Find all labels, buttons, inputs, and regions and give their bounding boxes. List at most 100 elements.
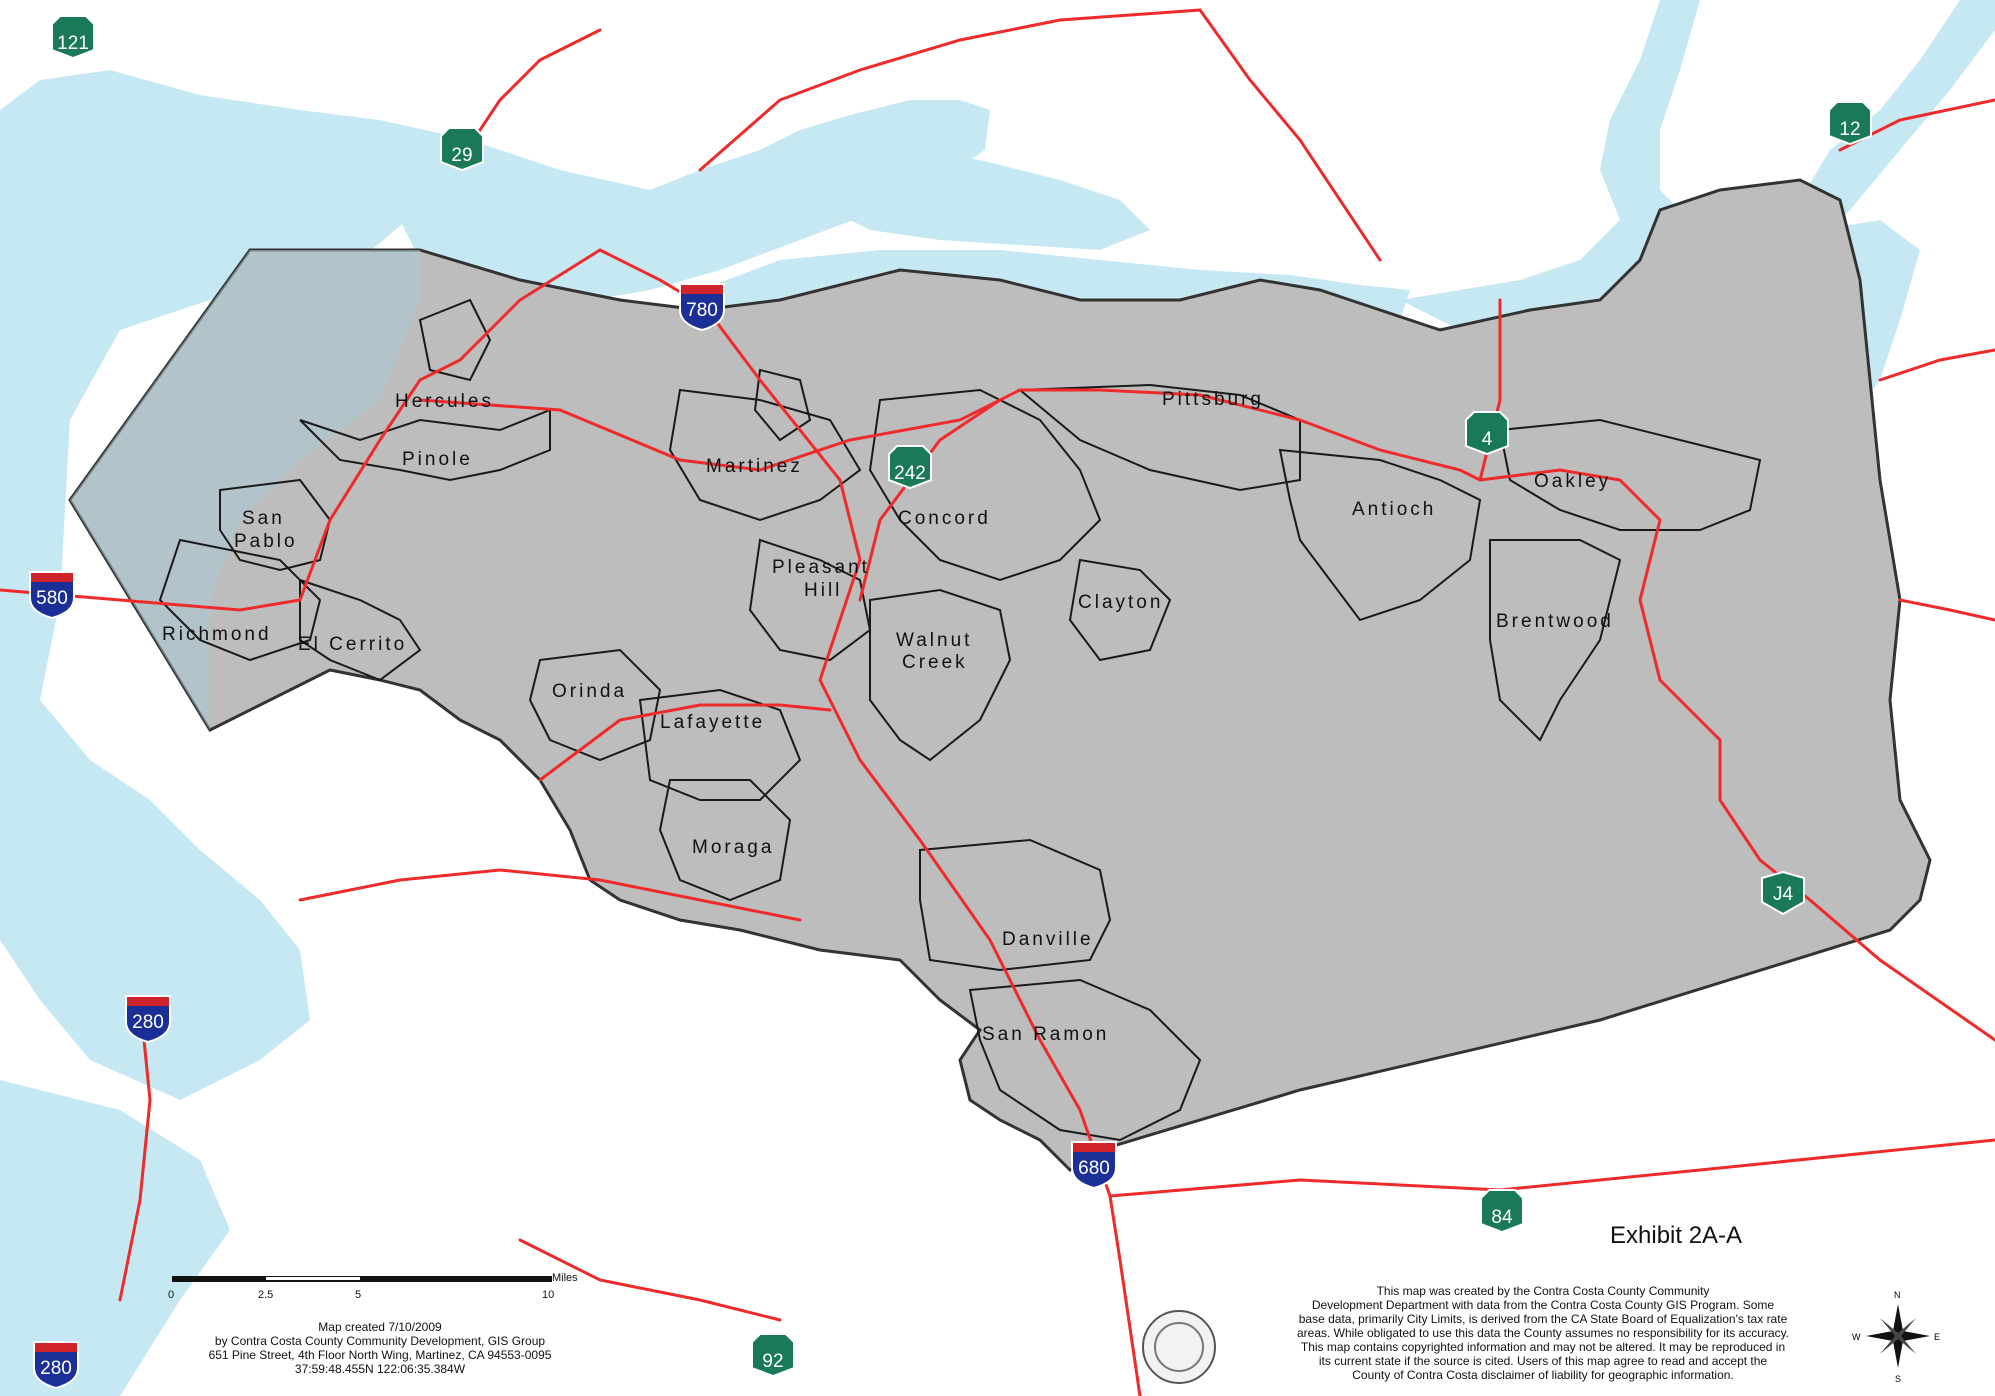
city-label-orinda: Orinda bbox=[552, 681, 627, 702]
city-label-pleasant: Pleasant bbox=[772, 557, 870, 578]
compass-w: W bbox=[1852, 1332, 1861, 1342]
south-bay bbox=[0, 1080, 230, 1396]
route-4-east bbox=[1098, 388, 1482, 482]
city-label-danville: Danville bbox=[1002, 929, 1094, 950]
state-route-92-shield-icon: 92 bbox=[751, 1333, 795, 1378]
compass-n: N bbox=[1894, 1290, 1901, 1300]
city-label-moraga: Moraga bbox=[692, 837, 774, 858]
east-roads-2 bbox=[1898, 598, 1995, 622]
city-label-pittsburg: Pittsburg bbox=[1162, 389, 1264, 410]
city-label-oakley: Oakley bbox=[1534, 471, 1611, 492]
credit-line: Map created 7/10/2009 bbox=[318, 1320, 442, 1334]
san-francisco-bay bbox=[0, 70, 430, 1100]
san-pablo-bay bbox=[380, 100, 990, 300]
state-route-84-shield-icon: 84 bbox=[1480, 1189, 1524, 1234]
scale-tick-10: 10 bbox=[542, 1289, 554, 1301]
route-880 bbox=[118, 998, 152, 1302]
credit-line: by Contra Costa County Community Develop… bbox=[214, 1334, 546, 1348]
state-route-29: 29 bbox=[451, 145, 472, 166]
state-route-29-shield-icon: 29 bbox=[440, 127, 484, 172]
highway-network bbox=[0, 8, 1995, 1396]
disclaimer-line: its current state if the source is cited… bbox=[1318, 1354, 1768, 1368]
interstate-680-shield-icon: 680 bbox=[1071, 1141, 1117, 1190]
credit-line: 651 Pine Street, 4th Floor North Wing, M… bbox=[208, 1348, 552, 1362]
scale-tick-2-5: 2.5 bbox=[258, 1289, 273, 1301]
state-route-4-shield-icon: 4 bbox=[1465, 411, 1509, 456]
county-route-j4: J4 bbox=[1773, 884, 1794, 905]
route-29 bbox=[458, 28, 602, 162]
compass-s: S bbox=[1895, 1374, 1901, 1384]
credit-line: 37:59:48.455N 122:06:35.384W bbox=[294, 1362, 466, 1376]
compass-rose-icon: N S E W bbox=[1852, 1290, 1940, 1384]
interstate-280-south-shield-icon: 280 bbox=[33, 1341, 79, 1390]
city-label-clayton: Clayton bbox=[1078, 592, 1163, 613]
route-680 bbox=[698, 298, 1112, 1198]
east-bay-roads bbox=[298, 868, 802, 922]
interstate-680: 680 bbox=[1078, 1158, 1110, 1179]
city-label-hill: Hill bbox=[804, 580, 842, 601]
compass-e: E bbox=[1934, 1332, 1940, 1342]
county-water-overlay bbox=[70, 250, 420, 730]
city-label-hercules: Hercules bbox=[395, 391, 494, 412]
disclaimer-line: This map contains copyrighted informatio… bbox=[1300, 1340, 1786, 1354]
route-680-south bbox=[1108, 1194, 1142, 1396]
city-labels: Hercules Pinole San Pablo Richmond El Ce… bbox=[162, 389, 1614, 1045]
route-80 bbox=[298, 248, 602, 602]
interstate-shields: 780 580 280 680 280 bbox=[29, 283, 1117, 1390]
interstate-280-shield-icon: 280 bbox=[125, 995, 171, 1044]
city-label-san: San bbox=[242, 508, 285, 529]
city-label-pinole: Pinole bbox=[402, 449, 473, 470]
disclaimer-line: County of Contra Costa disclaimer of lia… bbox=[1352, 1368, 1734, 1382]
city-label-brentwood: Brentwood bbox=[1496, 611, 1614, 632]
city-label-san-ramon: San Ramon bbox=[982, 1024, 1109, 1045]
interstate-780: 780 bbox=[686, 300, 718, 321]
scale-tick-5: 5 bbox=[355, 1289, 361, 1301]
state-route-92: 92 bbox=[762, 1351, 783, 1372]
state-route-121-shield-icon: 121 bbox=[51, 15, 95, 60]
suisun-marsh bbox=[830, 150, 1150, 250]
city-label-creek: Creek bbox=[902, 652, 968, 673]
county-seal-icon bbox=[1142, 1310, 1216, 1384]
interstate-580: 580 bbox=[36, 588, 68, 609]
north-roads-2 bbox=[1198, 8, 1382, 262]
city-label-concord: Concord bbox=[898, 508, 991, 529]
interstate-280-south: 280 bbox=[40, 1358, 72, 1379]
state-route-12: 12 bbox=[1839, 119, 1860, 140]
route-4-west bbox=[418, 388, 1102, 472]
interstate-280: 280 bbox=[132, 1012, 164, 1033]
state-route-84: 84 bbox=[1491, 1207, 1513, 1228]
city-label-el-cerrito: El Cerrito bbox=[298, 634, 407, 655]
disclaimer-line: This map was created by the Contra Costa… bbox=[1376, 1284, 1710, 1298]
city-label-antioch: Antioch bbox=[1352, 499, 1436, 520]
city-label-lafayette: Lafayette bbox=[660, 712, 765, 733]
disclaimer-line: base data, primarily City Limits, is der… bbox=[1298, 1312, 1788, 1326]
city-label-walnut: Walnut bbox=[896, 630, 972, 651]
north-roads bbox=[698, 8, 1202, 172]
city-boundaries bbox=[158, 298, 1762, 1142]
city-label-richmond: Richmond bbox=[162, 624, 272, 645]
state-route-121: 121 bbox=[57, 33, 89, 54]
city-label-pablo: Pablo bbox=[234, 531, 298, 552]
state-route-4: 4 bbox=[1482, 429, 1493, 450]
state-route-shields: 121 29 12 242 4 84 92 J4 bbox=[51, 15, 1872, 1378]
route-j4 bbox=[1808, 898, 1995, 1042]
disclaimer-line: Development Department with data from th… bbox=[1311, 1298, 1775, 1312]
scale-bar: 0 2.5 5 10 Miles bbox=[168, 1272, 578, 1301]
city-label-martinez: Martinez bbox=[706, 456, 803, 477]
scale-unit: Miles bbox=[552, 1272, 578, 1284]
interstate-580-shield-icon: 580 bbox=[29, 571, 75, 620]
route-4-bypass bbox=[1478, 468, 1662, 682]
route-92 bbox=[518, 1238, 782, 1322]
exhibit-title: Exhibit 2A-A bbox=[1610, 1222, 1743, 1249]
state-route-242: 242 bbox=[894, 463, 926, 484]
map-credit: Map created 7/10/2009 by Contra Costa Co… bbox=[160, 1320, 600, 1376]
state-route-12-shield-icon: 12 bbox=[1828, 101, 1872, 146]
interstate-780-shield-icon: 780 bbox=[679, 283, 725, 332]
route-24 bbox=[538, 703, 832, 782]
scale-tick-0: 0 bbox=[168, 1289, 174, 1301]
state-route-242-shield-icon: 242 bbox=[888, 445, 932, 490]
map-disclaimer: This map was created by the Contra Costa… bbox=[1258, 1284, 1828, 1382]
county-route-j4-shield-icon: J4 bbox=[1761, 870, 1805, 916]
disclaimer-line: areas. While obligated to use this data … bbox=[1296, 1326, 1790, 1340]
